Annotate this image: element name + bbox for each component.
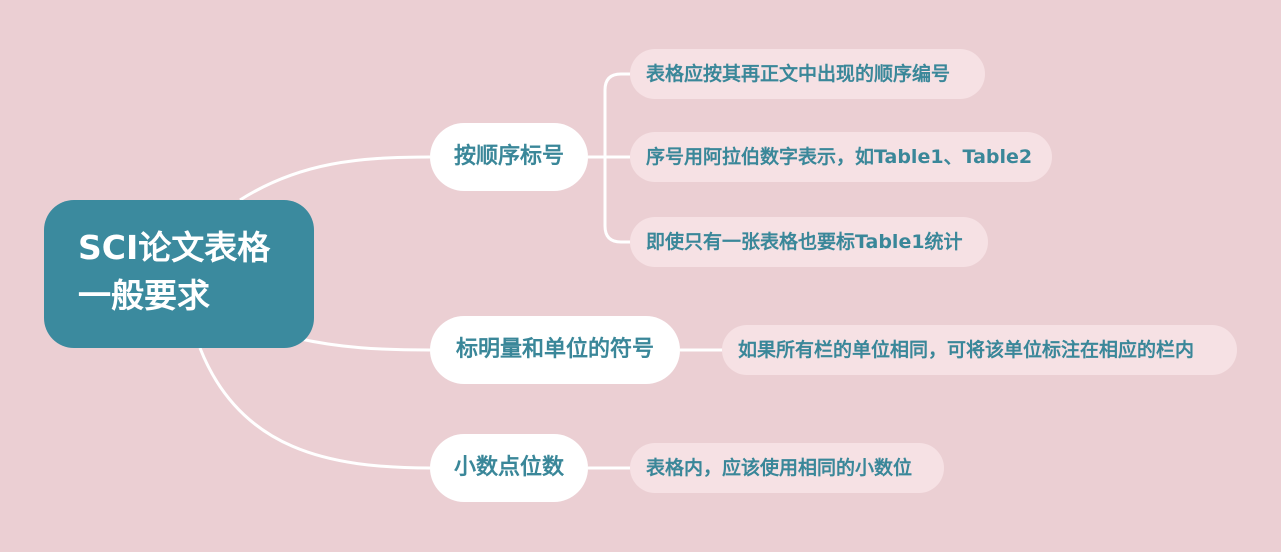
leaf-label: 如果所有栏的单位相同，可将该单位标注在相应的栏内 xyxy=(738,339,1195,361)
branch-label: 按顺序标号 xyxy=(453,144,564,169)
leaf-same-decimals[interactable]: 表格内，应该使用相同的小数位 xyxy=(630,443,944,493)
root-title-line-1: SCI论文表格 xyxy=(78,228,271,267)
connector-root-branch-3 xyxy=(198,347,431,470)
leaf-label: 序号用阿拉伯数字表示，如Table1、Table2 xyxy=(646,146,1033,168)
leaf-label: 表格应按其再正文中出现的顺序编号 xyxy=(646,63,951,85)
leaf-single-table[interactable]: 即使只有一张表格也要标Table1统计 xyxy=(630,217,988,267)
leaf-numbering-order[interactable]: 表格应按其再正文中出现的顺序编号 xyxy=(630,49,985,99)
root-topic[interactable]: SCI论文表格 一般要求 xyxy=(44,200,314,348)
branch-decimal-places[interactable]: 小数点位数 xyxy=(430,434,588,502)
connector-root-branch-2 xyxy=(295,336,431,352)
root-title-line-2: 一般要求 xyxy=(78,276,210,315)
connector-branch-1-leaf-1 xyxy=(603,72,630,157)
connector-root-branch-1 xyxy=(239,155,431,202)
leaf-label: 即使只有一张表格也要标Table1统计 xyxy=(646,231,963,253)
leaf-arabic-numerals[interactable]: 序号用阿拉伯数字表示，如Table1、Table2 xyxy=(630,132,1052,182)
branch-unit-symbols[interactable]: 标明量和单位的符号 xyxy=(430,316,680,384)
branch-label: 标明量和单位的符号 xyxy=(455,337,654,362)
leaf-label: 表格内，应该使用相同的小数位 xyxy=(646,457,913,479)
branch-label: 小数点位数 xyxy=(453,455,564,480)
leaf-same-unit[interactable]: 如果所有栏的单位相同，可将该单位标注在相应的栏内 xyxy=(722,325,1237,375)
branch-sequential-numbering[interactable]: 按顺序标号 xyxy=(430,123,588,191)
connector-branch-1-leaf-3 xyxy=(603,157,630,244)
